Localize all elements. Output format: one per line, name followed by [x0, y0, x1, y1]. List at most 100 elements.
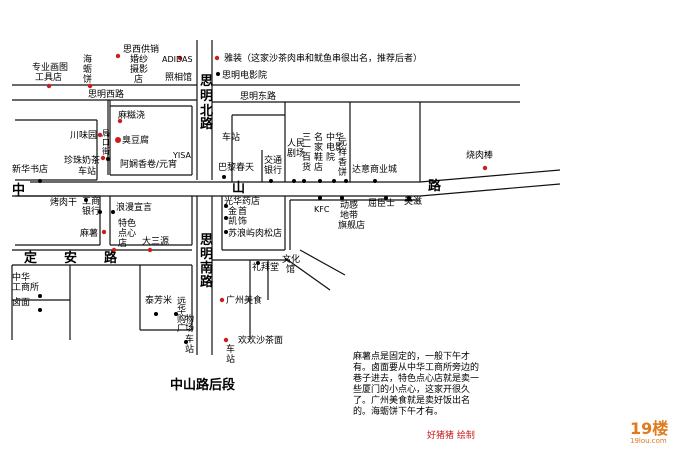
road-label-dingan-1: 定: [23, 250, 37, 266]
place-chezhan3-2: 站: [226, 353, 235, 365]
place-wenhua-1: 文化: [282, 253, 300, 265]
place-dianying: 思明电影院: [222, 69, 267, 81]
road-label-siming-north-4: 路: [200, 116, 214, 132]
road-label-siming-east: 思明东路: [240, 90, 276, 102]
place-zhuanye-2: 工具店: [35, 71, 62, 83]
place-zhuanye-1: 专业画图: [32, 61, 68, 73]
place-zhaoxiang: 照相馆: [165, 71, 192, 83]
place-shinei-2: 口: [102, 138, 110, 147]
place-qushi: 屈臣士: [368, 197, 395, 209]
place-yuanzi-1: 远: [177, 296, 186, 307]
place-shinei-1: 局: [102, 129, 110, 138]
place-zhenzhu-1: 珍珠奶茶: [64, 154, 100, 166]
road-label-siming-north-2: 明: [200, 89, 213, 104]
place-dasan: 大三源: [142, 235, 169, 247]
place-zhenzhu-2: 车站: [78, 165, 96, 177]
place-dongwei-3: 旗舰店: [338, 219, 365, 231]
note-text: 麻薯点是固定的，一般下午才有。卤面要从中华工商所旁边的巷子进去，特色点心店就是卖…: [353, 352, 480, 417]
place-guanghua: 光华药店: [224, 195, 260, 207]
place-zhonghua-2: 电影: [326, 141, 344, 153]
place-sixi-1: 思西供销: [123, 43, 159, 55]
place-renmin-1: 人民: [287, 138, 305, 149]
place-sixi-2: 婚纱: [130, 53, 148, 65]
place-kaorou: 烤肉干: [50, 196, 77, 208]
section-title: 中山路后段: [170, 378, 236, 393]
place-tese-3: 店: [118, 237, 127, 249]
road-label-siming-south-1: 思: [200, 233, 213, 248]
place-yuanxiang-2: 祥: [338, 146, 347, 158]
place-markers: [46, 53, 488, 343]
place-malaoci: 麻糍浇: [118, 109, 145, 121]
place-yuanzi-6: 场: [185, 323, 194, 334]
place-sixi-4: 店: [134, 73, 143, 85]
place-yuanzi-3: 购: [177, 313, 186, 325]
place-shaoroubang: 烧肉棒: [466, 149, 493, 161]
road-label-siming-north-1: 思: [200, 74, 213, 89]
place-zhonghua-gs-1: 中华: [12, 271, 30, 283]
place-haili-3: 饼: [83, 73, 92, 85]
place-libai: 礼拜堂: [252, 261, 279, 273]
place-choudoufu: 臭豆腐: [122, 134, 149, 146]
road-label-zhongshan-3: 路: [428, 178, 442, 194]
place-yuanxiang-1: 元: [338, 138, 347, 148]
place-yuanzi-2: 华: [177, 304, 186, 316]
place-tese-2: 点心: [118, 228, 136, 239]
place-bali: 巴黎春天: [218, 161, 254, 173]
place-zhonghua-gs-2: 工商所: [12, 281, 39, 293]
place-dongwei-2: 地带: [340, 209, 358, 221]
place-jinkai-1: 金: [228, 205, 237, 217]
place-axiang: 阿娴香卷/元宵: [120, 158, 177, 170]
place-chezhan3-1: 车: [226, 343, 235, 355]
road-labels: 思明西路 思明东路 思 明 北 路 中 山 路 定 安 路 思 明 南 路: [12, 74, 442, 290]
place-zhonghua-3: 院: [326, 151, 335, 163]
place-tese-1: 特色: [118, 217, 136, 229]
place-chezhan2-2: 站: [185, 343, 194, 355]
place-sanyi-1: 三: [302, 133, 311, 143]
place-langman: 浪漫宣言: [116, 201, 152, 213]
place-sanyi-3: 百: [302, 152, 311, 163]
place-jiyuan: 泰芳米: [145, 294, 172, 306]
place-adidas: ADIDAS: [162, 55, 193, 64]
place-dayang: 达意商业城: [352, 163, 397, 175]
place-xinhua: 新华书店: [12, 163, 48, 175]
site-logo: 19楼 19lou.com: [630, 421, 686, 451]
place-haili-1: 海: [83, 53, 92, 65]
road-label-dingan-3: 路: [104, 250, 118, 266]
road-label-siming-south-3: 南: [200, 260, 213, 276]
place-gongshang-2: 银行: [82, 205, 100, 217]
place-kfc: KFC: [314, 205, 330, 214]
road-label-siming-west: 思明西路: [88, 88, 124, 100]
place-chuanwei: 川味园: [70, 129, 97, 141]
place-wenhua-2: 馆: [286, 263, 295, 275]
place-gongshang-1: 工商: [82, 195, 100, 207]
place-jiaotong-1: 交通: [264, 154, 282, 166]
place-yuanzi-5: 广: [177, 322, 186, 334]
place-sanyi-4: 货: [302, 161, 311, 173]
place-yisa: YISA: [172, 151, 191, 160]
place-dongwei-1: 动感: [340, 199, 358, 211]
place-jinkai-3: 首: [238, 205, 247, 217]
road-label-dingan-2: 安: [64, 250, 77, 266]
place-guangzhou: 广州美食: [226, 294, 262, 306]
place-haili-2: 蛎: [83, 63, 92, 75]
place-sixi-3: 摄影: [130, 63, 148, 75]
place-yuanxiang-3: 香: [338, 157, 347, 168]
place-lumian: 卤面: [12, 296, 30, 308]
place-jinkai-2: 凯: [228, 215, 237, 227]
road-label-siming-south-2: 明: [200, 247, 213, 262]
place-yuanxiang-4: 饼: [338, 166, 347, 178]
road-label-zhongshan-2: 山: [232, 180, 245, 196]
place-mashu: 麻薯: [80, 227, 98, 239]
place-sanyi-2: 一: [302, 143, 311, 153]
place-sulang: 苏浪屿肉松店: [228, 227, 282, 239]
road-lines: [11, 40, 561, 355]
place-meizhi: 美滋: [404, 195, 422, 207]
place-jinkai-4: 饰: [238, 215, 247, 227]
place-mingjia-1: 名: [314, 131, 323, 143]
place-shinei-3: 街: [102, 146, 110, 156]
place-renmin-2: 剧场: [287, 148, 305, 159]
place-chezhan-1: 车站: [222, 131, 240, 143]
place-huanhuan: 欢欢沙茶面: [238, 334, 283, 346]
place-zhonghua-1: 中华: [326, 131, 344, 143]
